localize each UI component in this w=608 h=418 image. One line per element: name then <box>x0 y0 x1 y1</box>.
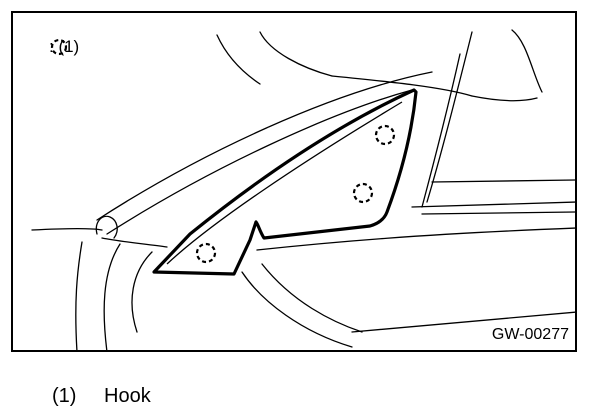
caption-label: Hook <box>104 385 151 407</box>
hook-marker-lower <box>195 242 217 264</box>
hook-marker-upper <box>374 124 396 146</box>
legend-text: : (1) <box>49 37 80 56</box>
caption: (1) Hook <box>52 385 151 408</box>
figure-id: GW-00277 <box>491 326 569 343</box>
caption-number: (1) <box>52 385 77 407</box>
hook-marker-middle <box>352 182 374 204</box>
diagram-frame: : (1) GW-00277 <box>11 11 577 352</box>
diagram-drawing <box>31 29 575 350</box>
dashed-circle-icon <box>50 38 68 56</box>
legend: : (1) <box>49 37 79 57</box>
